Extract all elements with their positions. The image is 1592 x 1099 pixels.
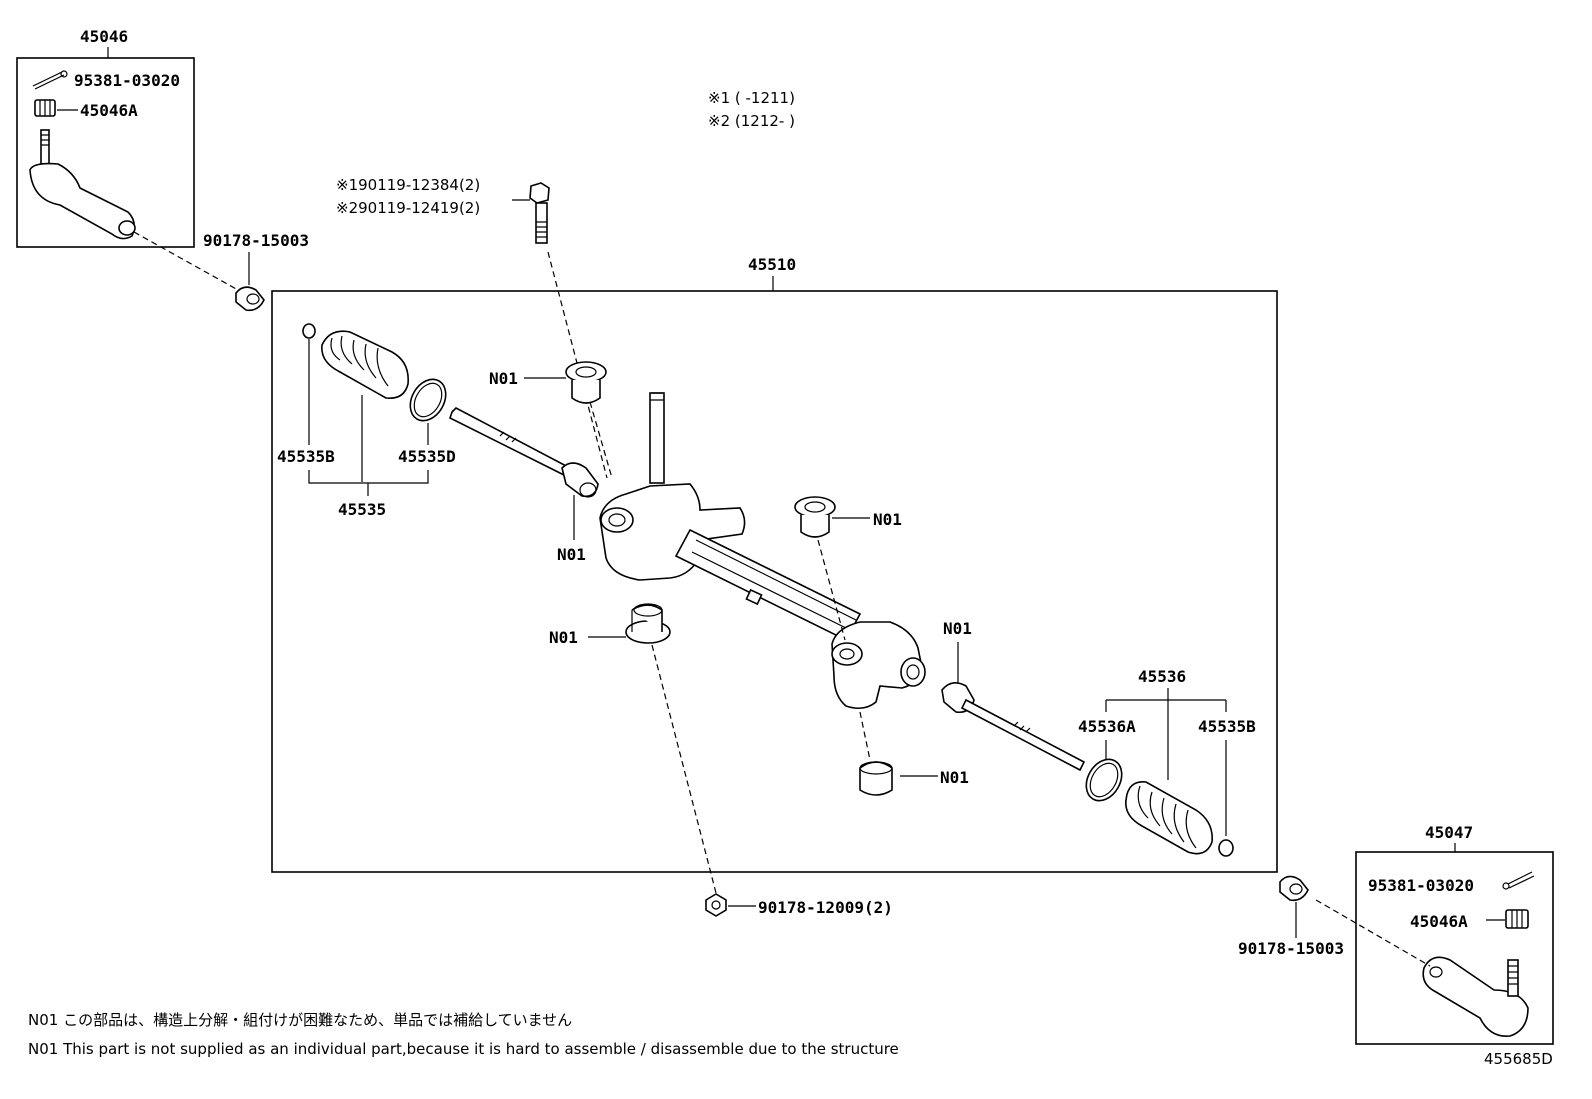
note-2: ※2 (1212- ) bbox=[708, 112, 795, 130]
label-45535B-left: 45535B bbox=[277, 447, 335, 466]
label-95381-left: 95381-03020 bbox=[74, 71, 180, 90]
label-45046A-right: 45046A bbox=[1410, 912, 1468, 931]
label-90178-15003-right: 90178-15003 bbox=[1238, 939, 1344, 958]
label-n01-f: N01 bbox=[943, 619, 972, 638]
label-45536A: 45536A bbox=[1078, 717, 1136, 736]
footnote-en: N01 This part is not supplied as an indi… bbox=[28, 1040, 899, 1058]
label-45536: 45536 bbox=[1138, 667, 1186, 686]
label-n01-d: N01 bbox=[549, 628, 578, 647]
bushing-n01-mid-right bbox=[794, 496, 836, 538]
tie-rod-end-left bbox=[29, 129, 136, 240]
label-45535D: 45535D bbox=[398, 447, 456, 466]
clamp-small-left bbox=[302, 323, 316, 339]
label-45046A-left: 45046A bbox=[80, 101, 138, 120]
box-45047 bbox=[1355, 851, 1554, 1045]
bellows-boot-right bbox=[1125, 781, 1213, 855]
castle-nut-right bbox=[1505, 909, 1529, 929]
label-n01-c: N01 bbox=[873, 510, 902, 529]
label-90178-15003-left: 90178-15003 bbox=[203, 231, 309, 250]
bushing-n01-top bbox=[565, 361, 607, 404]
label-45046: 45046 bbox=[80, 27, 128, 46]
label-95381-right: 95381-03020 bbox=[1368, 876, 1474, 895]
label-45535B-right: 45535B bbox=[1198, 717, 1256, 736]
cotter-pin-left bbox=[32, 70, 68, 90]
nut-90178-12009 bbox=[705, 893, 727, 917]
footnote-jp: N01 この部品は、構造上分解・組付けが困難なため、単品では補給していません bbox=[28, 1011, 572, 1029]
label-45047: 45047 bbox=[1425, 823, 1473, 842]
inner-tie-rod-right bbox=[941, 682, 1086, 772]
label-n01-a: N01 bbox=[557, 545, 586, 564]
tie-rod-end-right bbox=[1422, 956, 1529, 1037]
clamp-small-right bbox=[1218, 839, 1234, 857]
box-45510 bbox=[271, 290, 1278, 873]
label-45535: 45535 bbox=[338, 500, 386, 519]
inner-tie-rod-left bbox=[449, 407, 599, 498]
bellows-boot-left bbox=[321, 330, 409, 400]
mounting-bolt bbox=[529, 182, 550, 244]
castle-nut-left bbox=[34, 99, 56, 117]
label-bolt-1: ※190119-12384(2) bbox=[336, 176, 480, 194]
bushing-n01-lower-left bbox=[625, 603, 671, 644]
lock-nut-right bbox=[1279, 875, 1309, 902]
note-1: ※1 ( -1211) bbox=[708, 89, 795, 107]
box-45046 bbox=[16, 57, 195, 248]
cotter-pin-right bbox=[1502, 871, 1535, 890]
label-45510: 45510 bbox=[748, 255, 796, 274]
label-n01-e: N01 bbox=[940, 768, 969, 787]
clamp-ring-right bbox=[1085, 758, 1123, 802]
lock-nut-left bbox=[235, 286, 265, 312]
label-90178-12009: 90178-12009(2) bbox=[758, 898, 893, 917]
bushing-n01-lower-right bbox=[859, 761, 893, 796]
steering-rack-housing bbox=[599, 392, 926, 710]
label-bolt-2: ※290119-12419(2) bbox=[336, 199, 480, 217]
clamp-ring-left bbox=[409, 378, 447, 422]
label-n01-b: N01 bbox=[489, 369, 518, 388]
diagram-id: 455685D bbox=[1484, 1050, 1553, 1068]
